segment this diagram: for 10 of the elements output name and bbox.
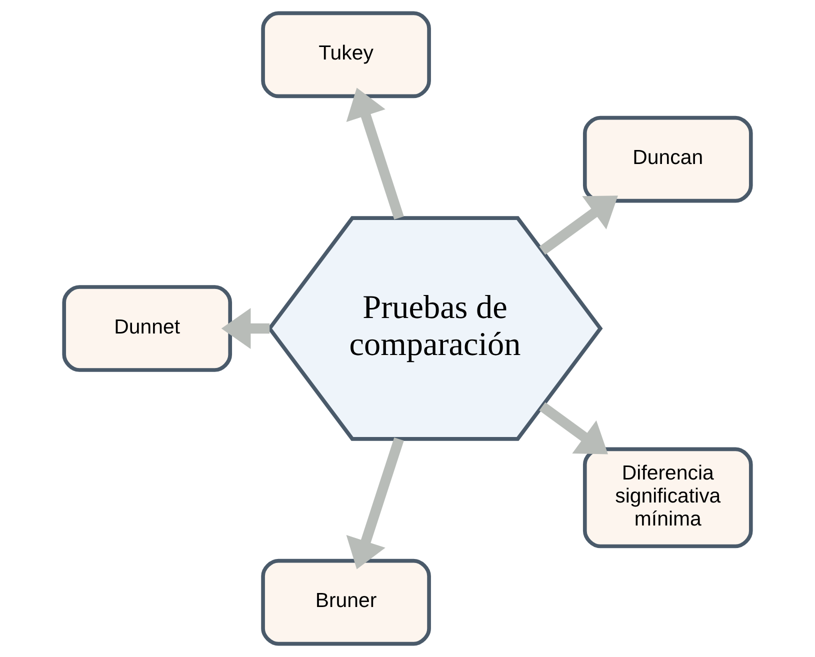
arrow (539, 402, 608, 454)
node-box: Duncan (582, 116, 753, 203)
node-box: Dunnet (62, 285, 232, 372)
node-box: Bruner (261, 558, 431, 646)
node-box: Diferencia significativa mínima (582, 447, 753, 548)
arrow (221, 308, 270, 350)
arrow (539, 196, 618, 255)
arrow (346, 438, 404, 570)
arrow (346, 88, 404, 220)
node-box: Tukey (261, 11, 431, 98)
